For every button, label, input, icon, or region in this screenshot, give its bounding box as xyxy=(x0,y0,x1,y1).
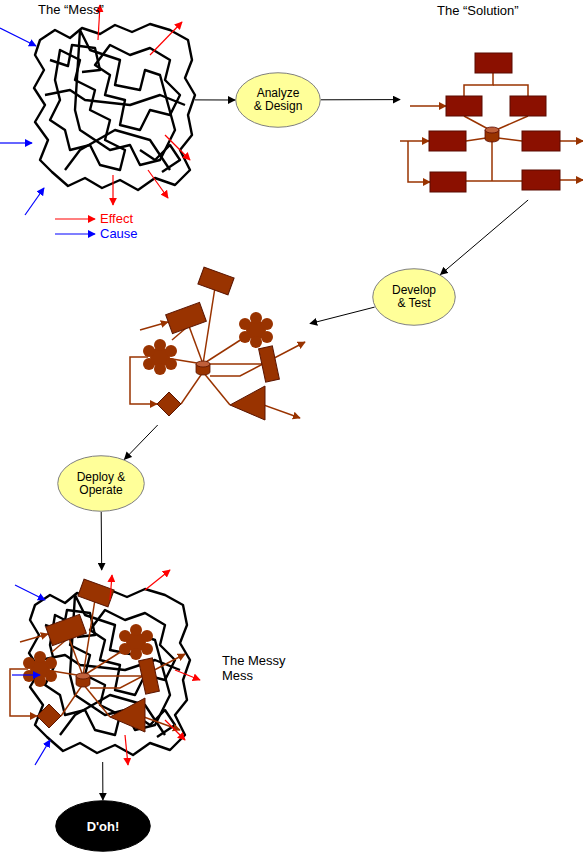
flow-arrow xyxy=(124,425,157,459)
ellipse-shape xyxy=(373,269,456,326)
built-illustration xyxy=(140,265,310,425)
process-ellipse: Develop & Test xyxy=(372,268,456,326)
solution-wires xyxy=(400,73,583,182)
effect-arrows xyxy=(98,5,190,205)
flow-arrow xyxy=(102,762,103,800)
process-ellipse: Analyze & Design xyxy=(235,72,321,128)
terminal-ellipse: D'oh! xyxy=(55,800,151,852)
legend-text: Cause xyxy=(100,226,138,241)
node-label: Analyze & Design xyxy=(252,87,304,113)
messy-built-system xyxy=(10,579,185,732)
built-system xyxy=(130,267,305,420)
heading: The Messy Mess xyxy=(222,653,294,683)
legend-text: Effect xyxy=(100,211,133,226)
node-label: D'oh! xyxy=(68,820,138,833)
effect-sample xyxy=(55,218,95,219)
ellipse-shape xyxy=(56,801,151,852)
cause-sample xyxy=(55,233,95,234)
heading: The “Mess” xyxy=(38,2,158,17)
heading: The “Solution” xyxy=(437,3,577,18)
mess-tangle xyxy=(34,24,195,190)
cause-arrows xyxy=(12,585,50,765)
process-ellipse: Deploy & Operate xyxy=(57,455,145,512)
flow-arrow xyxy=(321,99,400,100)
node-label: Develop & Test xyxy=(388,284,440,310)
flow-arrow xyxy=(310,307,375,324)
flow-arrow xyxy=(101,512,103,570)
ellipse-shape xyxy=(58,456,145,512)
node-label: Deploy & Operate xyxy=(72,471,130,497)
solution-boxes xyxy=(429,53,560,192)
flow-arrow xyxy=(441,200,529,275)
effect-arrows xyxy=(110,570,200,765)
mess-illustration: The “Mess” xyxy=(30,18,195,196)
messy-mess-illustration: The Messy Mess xyxy=(15,570,205,762)
solution-illustration: The “Solution” xyxy=(400,45,583,200)
database-symbol xyxy=(485,127,499,142)
flow-arrow xyxy=(195,99,235,100)
ellipse-shape xyxy=(236,73,321,128)
cause-arrows xyxy=(0,28,44,215)
